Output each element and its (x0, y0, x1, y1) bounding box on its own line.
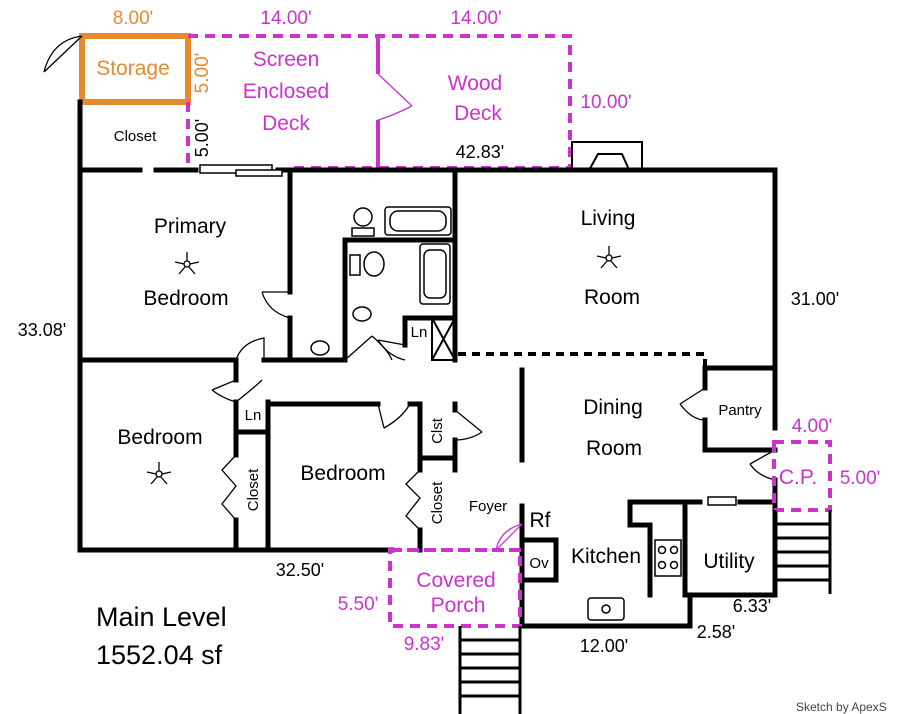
label-dining-2: Room (586, 437, 642, 460)
label-bedroom-left: Bedroom (117, 426, 202, 449)
label-porch-2: Porch (431, 594, 486, 617)
dim-screen-width: 14.00' (260, 8, 311, 29)
dim-left-height: 33.08' (18, 320, 66, 340)
level-area: 1552.04 sf (96, 640, 223, 670)
bath-fixtures (310, 206, 452, 356)
interior-walls (77, 167, 778, 598)
fireplace (571, 141, 643, 173)
linen-x-closet (431, 317, 456, 361)
dim-kitchen-width: 12.00' (580, 636, 628, 656)
label-wood-deck-1: Wood (448, 72, 502, 95)
dim-porch-width: 9.83' (404, 634, 445, 655)
dim-step-height: 2.58' (697, 622, 735, 642)
label-storage: Storage (96, 57, 170, 80)
storage-room (43, 33, 191, 105)
label-closet-top: Closet (114, 128, 157, 145)
label-dining-1: Dining (583, 396, 643, 419)
porch-stairs (458, 626, 522, 714)
label-porch-1: Covered (416, 569, 495, 592)
label-living-1: Living (581, 207, 636, 230)
dim-cp-width: 4.00' (792, 416, 833, 437)
label-closet-mid: Closet (429, 481, 446, 524)
label-rf: Rf (530, 509, 551, 532)
label-kitchen: Kitchen (571, 545, 641, 568)
label-closet-left: Closet (245, 468, 262, 511)
dim-bottom-width: 32.50' (276, 560, 324, 580)
door-swings (211, 291, 776, 551)
dim-right-height: 31.00' (791, 289, 839, 309)
label-living-2: Room (584, 286, 640, 309)
label-screen-deck-2: Enclosed (243, 80, 329, 103)
dim-storage-width: 8.00' (113, 8, 154, 29)
dim-wood-height: 10.00' (580, 92, 631, 113)
label-primary-1: Primary (154, 215, 227, 238)
level-title: Main Level (96, 602, 227, 632)
cp-stairs (773, 510, 832, 594)
label-ov: Ov (529, 555, 549, 572)
label-ln-hall: Ln (245, 407, 262, 424)
dim-wood-width: 14.00' (450, 8, 501, 29)
credit-text: Sketch by ApexS (796, 700, 887, 714)
label-bedroom-mid: Bedroom (300, 462, 385, 485)
label-clst: Clst (429, 417, 446, 444)
label-wood-deck-2: Deck (454, 102, 502, 125)
label-pantry: Pantry (718, 402, 762, 419)
dim-storage-height: 5.00' (192, 53, 213, 94)
label-foyer: Foyer (469, 498, 507, 515)
kitchen-fixtures (587, 539, 682, 621)
ceiling-fan-icon (146, 246, 622, 485)
dim-screen-height: 5.00' (192, 119, 212, 157)
dim-cp-height: 5.00' (840, 468, 881, 489)
label-ln-bath: Ln (411, 324, 428, 341)
covered-porch-outline (388, 548, 522, 628)
label-screen-deck-3: Deck (262, 112, 310, 135)
label-screen-deck-1: Screen (253, 48, 320, 71)
dim-deck-total: 42.83' (456, 142, 504, 162)
label-cp: C.P. (779, 466, 817, 489)
dim-porch-height: 5.50' (338, 594, 379, 615)
label-primary-2: Bedroom (143, 287, 228, 310)
cp-outline (772, 440, 832, 512)
label-utility: Utility (703, 550, 755, 573)
dim-utility-width: 6.33' (733, 596, 771, 616)
